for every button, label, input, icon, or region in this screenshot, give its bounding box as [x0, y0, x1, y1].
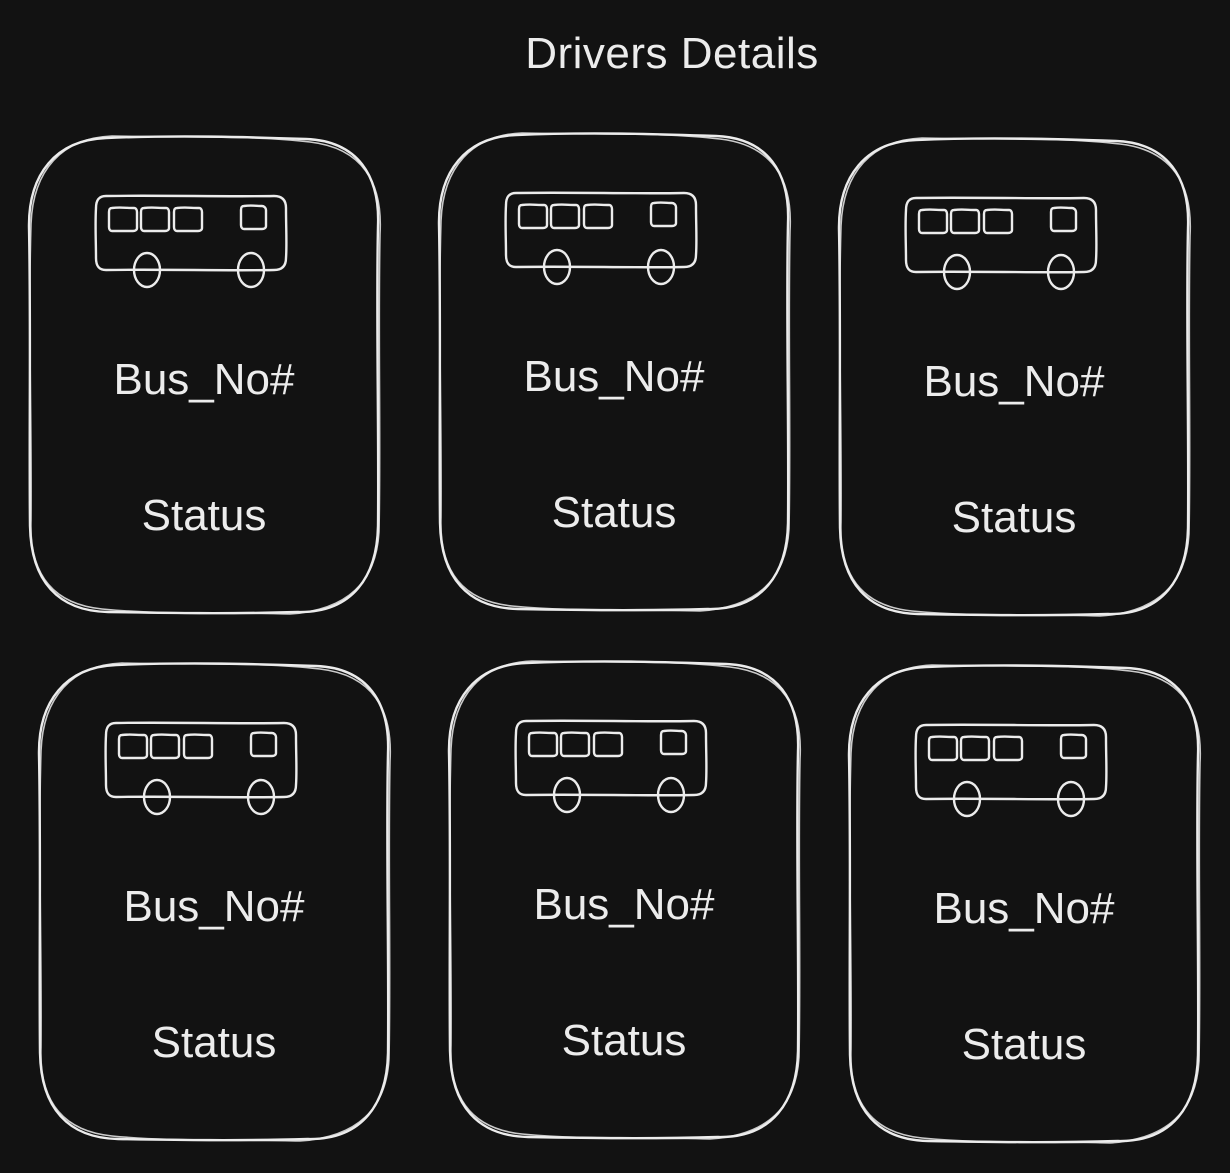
card-frame — [27, 135, 382, 615]
card-frame — [437, 132, 792, 612]
bus-icon — [914, 723, 1108, 818]
status-label: Status — [961, 1020, 1087, 1069]
bus-number-label: Bus_No# — [523, 352, 705, 401]
driver-card-4[interactable]: Bus_No# Status — [37, 662, 392, 1142]
status-label: Status — [151, 1018, 277, 1067]
bus-icon — [504, 191, 698, 286]
bus-number-label: Bus_No# — [933, 884, 1115, 933]
card-frame — [847, 664, 1202, 1144]
bus-icon — [904, 196, 1098, 291]
bus-number-label: Bus_No# — [533, 880, 715, 929]
bus-icon — [514, 719, 708, 814]
page-title: Drivers Details — [525, 29, 819, 78]
bus-number-label: Bus_No# — [923, 357, 1105, 406]
card-frame — [37, 662, 392, 1142]
bus-icon — [104, 721, 298, 816]
driver-card-5[interactable]: Bus_No# Status — [447, 660, 802, 1140]
driver-card-6[interactable]: Bus_No# Status — [847, 664, 1202, 1144]
bus-number-label: Bus_No# — [123, 882, 305, 931]
bus-icon — [94, 194, 288, 289]
card-frame — [837, 137, 1192, 617]
card-frame — [447, 660, 802, 1140]
driver-card-3[interactable]: Bus_No# Status — [837, 137, 1192, 617]
status-label: Status — [551, 488, 677, 537]
status-label: Status — [141, 491, 267, 540]
status-label: Status — [561, 1016, 687, 1065]
status-label: Status — [951, 493, 1077, 542]
driver-card-1[interactable]: Bus_No# Status — [27, 135, 382, 615]
driver-card-2[interactable]: Bus_No# Status — [437, 132, 792, 612]
bus-number-label: Bus_No# — [113, 355, 295, 404]
